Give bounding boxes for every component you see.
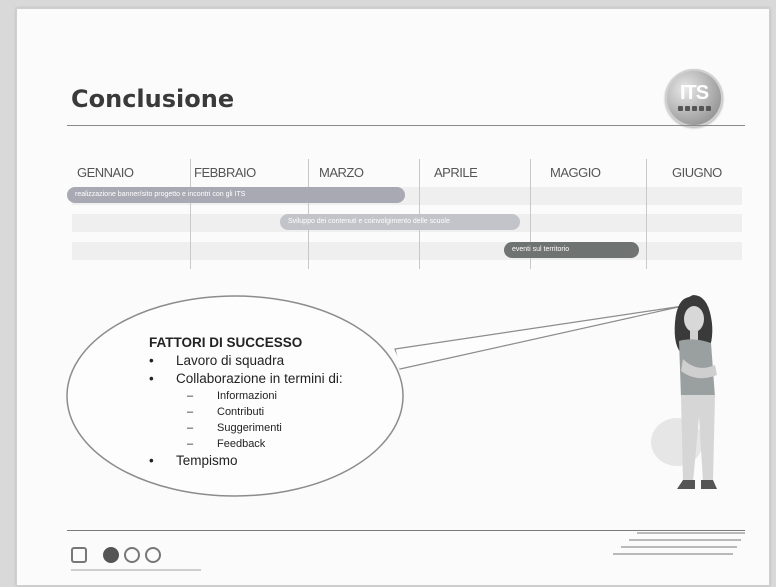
footer-logos [71,547,161,563]
footer-caption-line [71,569,201,571]
success-factors-list: Lavoro di squadra Collaborazione in term… [149,352,343,470]
sub-list-item: Suggerimenti [149,420,343,436]
logo-dots [677,105,711,111]
sub-list-item: Feedback [149,436,343,452]
month-divider [646,159,647,269]
circle-icon [145,547,161,563]
slide: Conclusione ITS GENNAIO FEBBRAIO MARZO A… [16,8,770,586]
list-item: Lavoro di squadra [149,352,343,370]
month-label: FEBBRAIO [194,165,256,180]
month-divider [190,159,191,269]
timeline-bar: realizzazione banner/sito progetto e inc… [67,187,405,203]
timeline-bar: Sviluppo dei contenuti e coinvolgimento … [280,214,520,230]
its-logo: ITS [665,69,723,127]
sub-list-item: Contributi [149,404,343,420]
house-icon [71,547,87,563]
success-factors-text: FATTORI DI SUCCESSO Lavoro di squadra Co… [149,334,343,470]
footer-divider [67,530,745,531]
month-label: GENNAIO [77,165,134,180]
timeline-months: GENNAIO FEBBRAIO MARZO APRILE MAGGIO GIU… [72,159,742,269]
decorative-stripes [613,532,745,555]
list-item: Collaborazione in termini di: [149,370,343,388]
month-label: MARZO [319,165,364,180]
woman-illustration [651,295,717,489]
list-item: Tempismo [149,452,343,470]
circle-filled-icon [103,547,119,563]
success-factors-heading: FATTORI DI SUCCESSO [149,335,303,350]
title-divider [67,125,745,126]
timeline-bar: eventi sul territorio [504,242,639,258]
sub-list-item: Informazioni [149,388,343,404]
month-label: MAGGIO [550,165,601,180]
slide-title: Conclusione [71,85,235,113]
month-label: APRILE [434,165,478,180]
month-divider [530,159,531,269]
circle-icon [124,547,140,563]
logo-text: ITS [679,81,709,104]
month-label: GIUGNO [672,165,722,180]
